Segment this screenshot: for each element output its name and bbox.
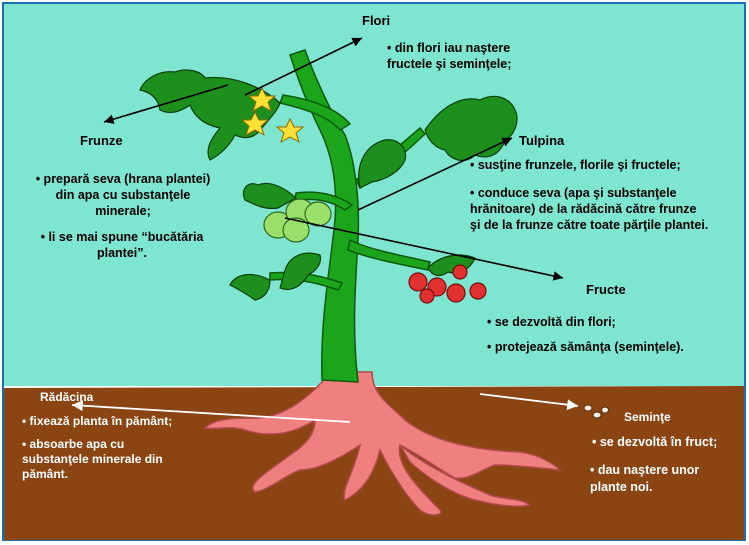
label-tulpina-title: Tulpina bbox=[519, 133, 565, 148]
label-fructe-desc1: • se dezvoltă din flori; bbox=[487, 315, 616, 329]
leaves bbox=[139, 69, 518, 301]
label-seminte-desc2: • dau naştere unor plante noi. bbox=[590, 463, 700, 494]
label-flori-title: Flori bbox=[362, 13, 391, 28]
label-tulpina-desc1: • susţine frunzele, florile şi fructele; bbox=[470, 158, 681, 172]
arrow-to-radacina bbox=[71, 400, 351, 423]
arrow-to-flori bbox=[244, 37, 363, 96]
pointer-arrows bbox=[103, 37, 564, 281]
flowers bbox=[240, 86, 305, 144]
label-seminte-title: Seminţe bbox=[624, 410, 671, 424]
label-fructe-desc2: • protejează sămânţa (seminţele). bbox=[487, 340, 684, 354]
sky-background bbox=[4, 4, 744, 386]
label-radacina-desc2: • absoarbe apa cu substanţele minerale d… bbox=[22, 437, 163, 481]
label-fructe-title: Fructe bbox=[586, 282, 626, 297]
label-flori-desc: • din flori iau naştere fructele şi semi… bbox=[387, 41, 512, 71]
arrow-to-tulpina bbox=[357, 137, 513, 211]
roots bbox=[203, 371, 563, 516]
arrow-to-fructe bbox=[284, 217, 564, 281]
label-frunze-desc2: • li se mai spune “bucătăria plantei”. bbox=[40, 230, 204, 260]
label-frunze-title: Frunze bbox=[80, 133, 123, 148]
arrow-to-frunze bbox=[103, 84, 229, 124]
label-radacina-title: Rădăcina bbox=[40, 390, 94, 404]
label-radacina-desc1: • fixează planta în pământ; bbox=[22, 414, 173, 428]
label-seminte-desc1: • se dezvoltă în fruct; bbox=[592, 435, 718, 449]
soil-arrows bbox=[71, 393, 579, 423]
red-fruits bbox=[408, 264, 487, 304]
label-frunze-desc1: • prepară seva (hrana plantei) din apa c… bbox=[35, 172, 211, 218]
arrow-to-seminte bbox=[479, 393, 579, 411]
label-tulpina-desc2: • conduce seva (apa şi substanţele hrăni… bbox=[470, 186, 709, 232]
seeds bbox=[583, 404, 609, 419]
